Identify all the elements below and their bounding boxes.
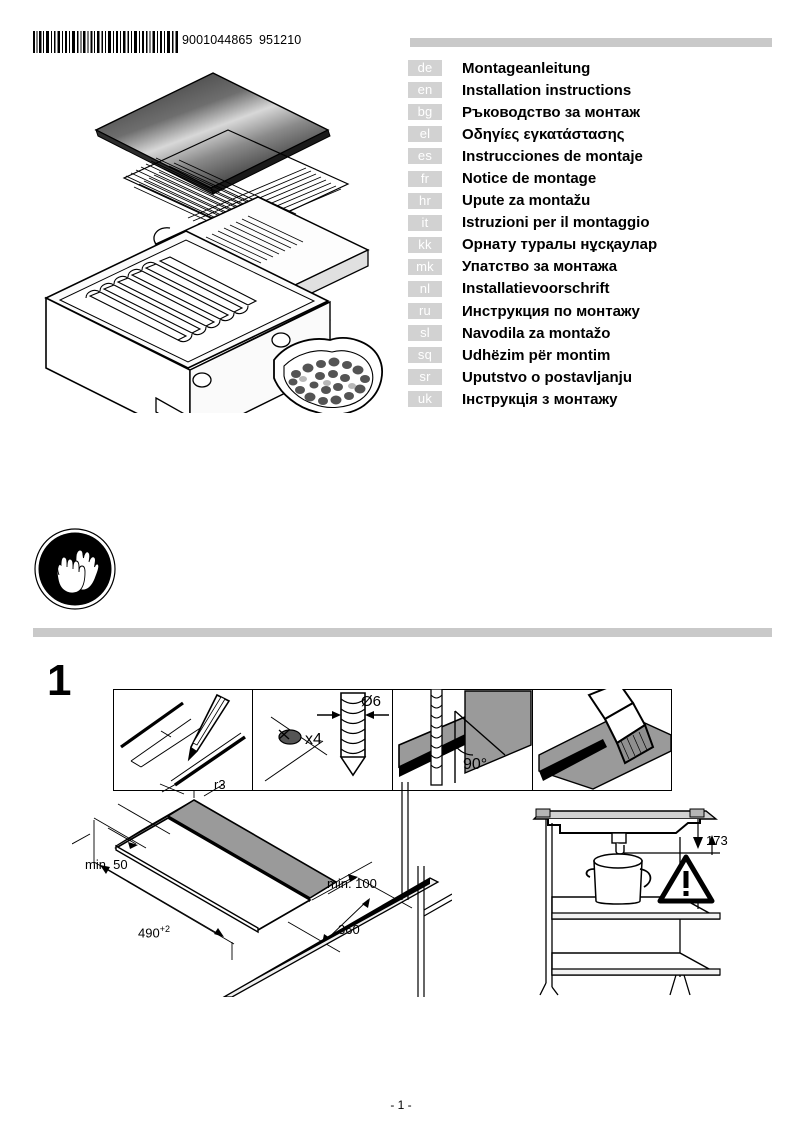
page-number: - 1 - bbox=[390, 1098, 412, 1112]
dimension-cutout-depth: 360 bbox=[338, 922, 360, 937]
dimension-clearance-height: 173 bbox=[706, 833, 728, 848]
drill-diameter-label: Ø6 bbox=[361, 693, 381, 710]
language-title: Οδηγίες εγκατάστασης bbox=[462, 125, 625, 143]
language-code: es bbox=[408, 148, 442, 165]
language-title: Installation instructions bbox=[462, 81, 632, 99]
language-title: Ръководство за монтаж bbox=[462, 103, 640, 121]
language-code: sl bbox=[408, 325, 442, 342]
barcode-icon bbox=[33, 31, 181, 53]
language-title: Упатство за монтажа bbox=[462, 258, 618, 276]
language-title: Notice de montage bbox=[462, 170, 597, 188]
language-row: mk Упатство за монтажа bbox=[408, 256, 738, 278]
language-title: Istruzioni per il montaggio bbox=[462, 214, 650, 232]
language-code: nl bbox=[408, 280, 442, 297]
language-code: fr bbox=[408, 170, 442, 187]
language-row: fr Notice de montage bbox=[408, 167, 738, 189]
language-title: Uputstvo o postavljanju bbox=[462, 368, 633, 386]
warning-triangle-icon bbox=[657, 854, 715, 904]
dimension-min-rear: min. 50 bbox=[85, 857, 128, 872]
language-row: bg Ръководство за монтаж bbox=[408, 101, 738, 123]
language-row: de Montageanleitung bbox=[408, 57, 738, 79]
panel-drill-angle: 90° bbox=[398, 689, 532, 786]
section-divider-bar bbox=[33, 628, 772, 637]
page-header: 9001044865 951210 bbox=[0, 0, 802, 55]
dimension-cutout-width-tolerance: +2 bbox=[159, 924, 170, 934]
language-title: Инструкция по монтажу bbox=[462, 302, 640, 320]
worktop-cutout-diagram bbox=[72, 782, 452, 997]
language-title: Upute za montažu bbox=[462, 192, 591, 210]
language-row: it Istruzioni per il montaggio bbox=[408, 212, 738, 234]
panel-drill-bit: x4 Ø6 bbox=[264, 692, 389, 782]
language-row: nl Installatievoorschrift bbox=[408, 278, 738, 300]
language-code: ru bbox=[408, 303, 442, 320]
language-row: sr Uputstvo o postavljanju bbox=[408, 366, 738, 388]
language-title: Instrucciones de montaje bbox=[462, 147, 643, 165]
panel-pencil-marking bbox=[120, 693, 246, 787]
language-code: mk bbox=[408, 258, 442, 275]
language-title: Montageanleitung bbox=[462, 59, 591, 77]
language-row: uk Інструкція з монтажу bbox=[408, 388, 738, 410]
language-code: sr bbox=[408, 369, 442, 386]
dimension-corner-radius: r3 bbox=[214, 777, 226, 792]
cabinet-clearance-diagram bbox=[520, 805, 782, 1000]
dimension-cutout-width-value: 490 bbox=[138, 925, 160, 941]
language-title: Udhëzim për montim bbox=[462, 346, 611, 364]
production-code: 951210 bbox=[259, 33, 302, 47]
language-row: sq Udhëzim për montim bbox=[408, 344, 738, 366]
step-number: 1 bbox=[47, 656, 72, 705]
material-number: 9001044865 bbox=[182, 33, 253, 47]
language-code: uk bbox=[408, 391, 442, 408]
product-exploded-view-illustration bbox=[38, 68, 386, 413]
language-code: en bbox=[408, 82, 442, 99]
language-code: bg bbox=[408, 104, 442, 121]
language-code: de bbox=[408, 60, 442, 77]
panel-sealant-brush bbox=[538, 689, 672, 790]
protective-gloves-icon bbox=[33, 527, 117, 611]
step-panel-strip: x4 Ø6 bbox=[113, 689, 672, 791]
language-row: es Instrucciones de montaje bbox=[408, 145, 738, 167]
language-title: Орнату туралы нұсқаулар bbox=[462, 236, 658, 254]
dimension-min-side: min. 100 bbox=[327, 876, 377, 891]
language-title: Installatievoorschrift bbox=[462, 280, 610, 298]
dimension-cutout-width: 490+2 bbox=[138, 924, 170, 940]
language-title: Navodila za montažo bbox=[462, 324, 611, 342]
language-row: kk Орнату туралы нұсқаулар bbox=[408, 234, 738, 256]
language-code: el bbox=[408, 126, 442, 143]
language-code: kk bbox=[408, 236, 442, 253]
header-divider-bar bbox=[410, 38, 772, 47]
language-row: el Οδηγίες εγκατάστασης bbox=[408, 123, 738, 145]
language-code: sq bbox=[408, 347, 442, 364]
language-title: Інструкція з монтажу bbox=[462, 390, 618, 408]
language-row: en Installation instructions bbox=[408, 79, 738, 101]
language-row: sl Navodila za montažo bbox=[408, 322, 738, 344]
drill-quantity-label: x4 bbox=[305, 731, 322, 748]
language-row: hr Upute za montažu bbox=[408, 190, 738, 212]
language-row: ru Инструкция по монтажу bbox=[408, 300, 738, 322]
language-code: hr bbox=[408, 192, 442, 209]
language-list: de Montageanleitung en Installation inst… bbox=[408, 57, 738, 411]
language-code: it bbox=[408, 214, 442, 231]
drill-angle-label: 90° bbox=[463, 756, 487, 773]
